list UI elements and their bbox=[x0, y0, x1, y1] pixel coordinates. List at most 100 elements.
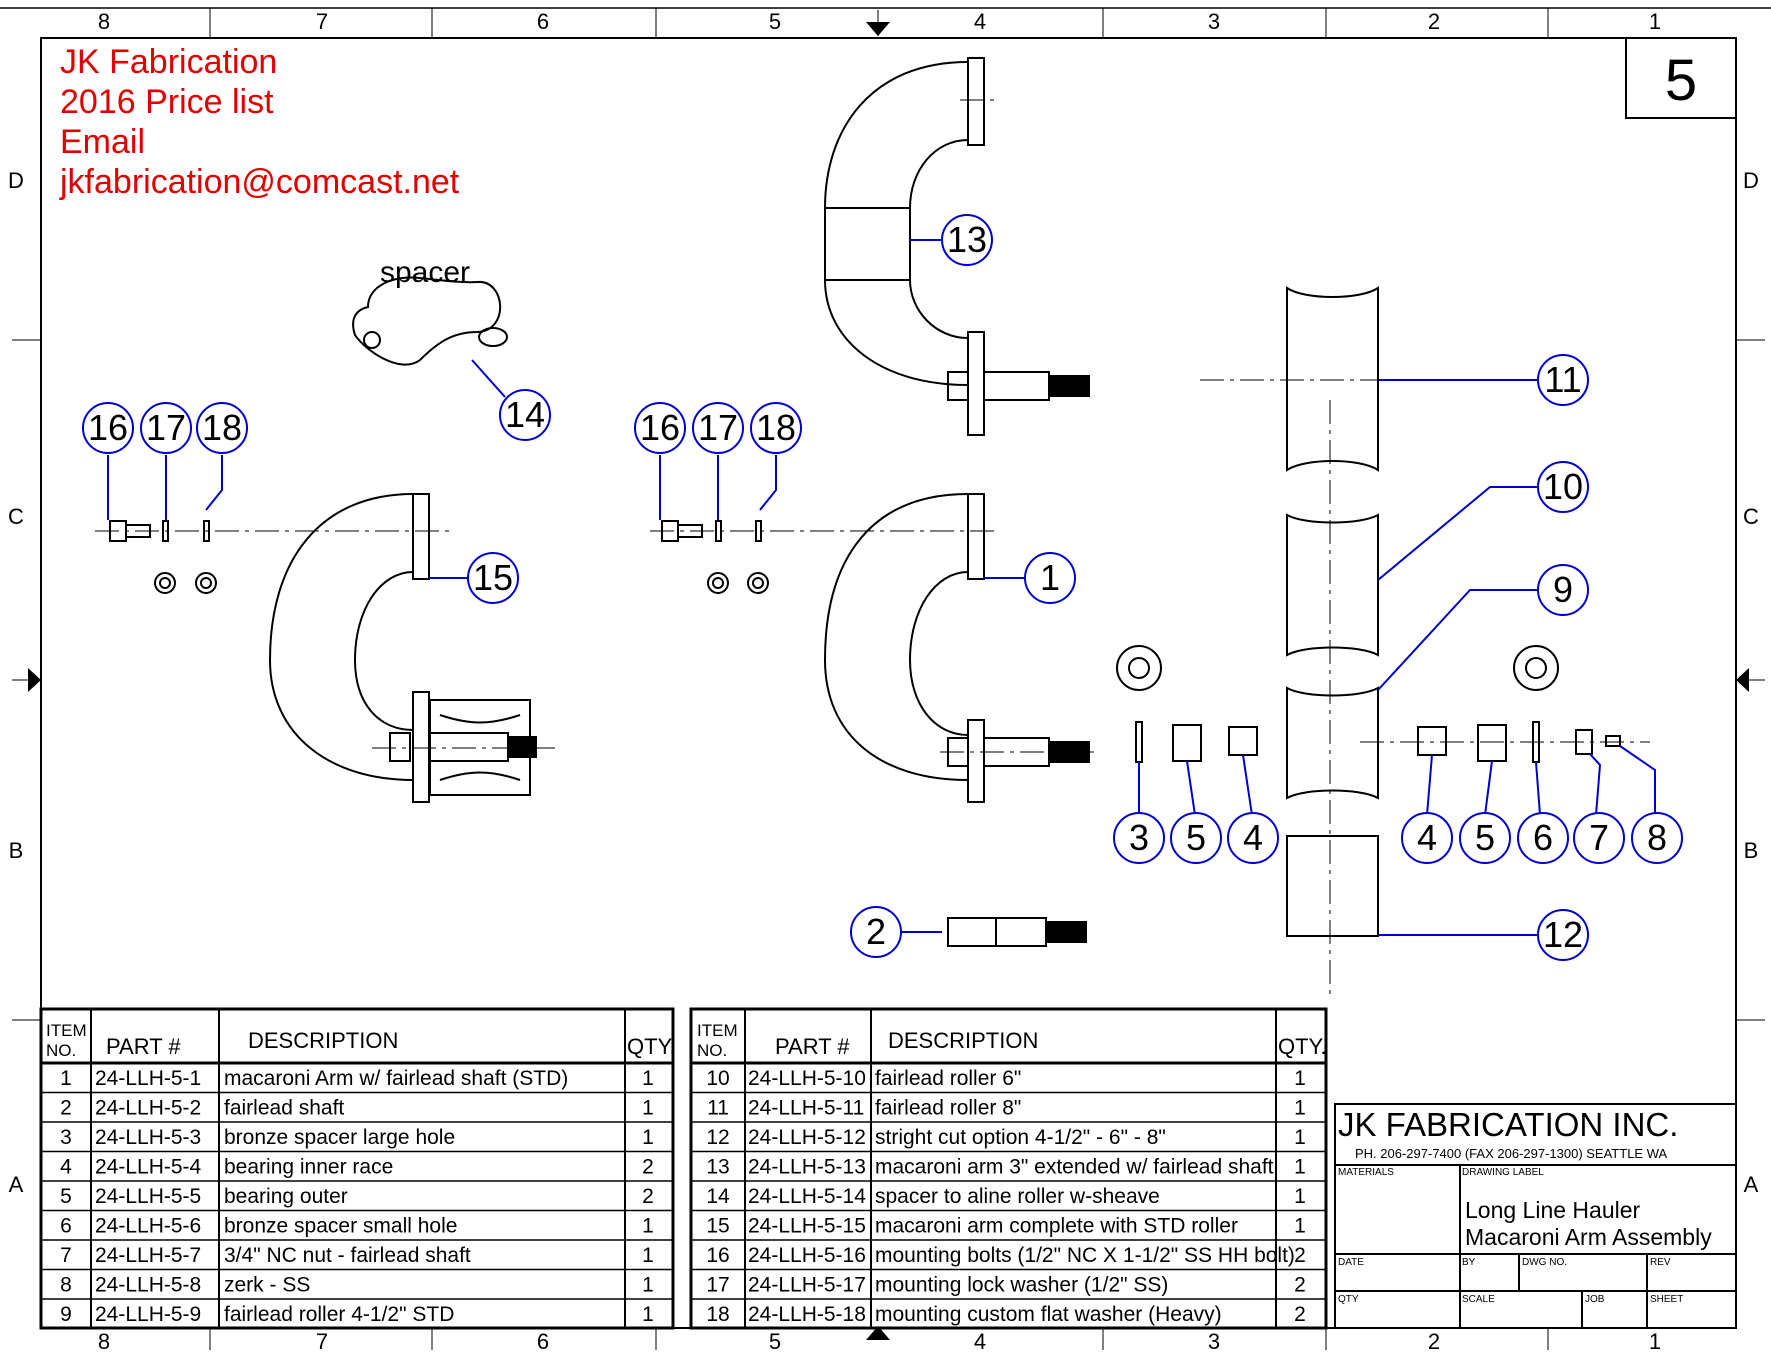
balloon-7: 7 bbox=[1573, 812, 1625, 864]
svg-text:17: 17 bbox=[146, 407, 186, 448]
balloon-8: 8 bbox=[1631, 812, 1683, 864]
cell-part-number: 24-LLH-5-14 bbox=[748, 1185, 866, 1208]
header-item-2: NO. bbox=[697, 1041, 727, 1060]
cell-part-number: 24-LLH-5-7 bbox=[95, 1244, 201, 1267]
macaroni-arm-standard bbox=[823, 493, 1090, 803]
cell-qty: 1 bbox=[1294, 1215, 1306, 1238]
svg-text:8: 8 bbox=[1647, 817, 1667, 858]
balloon-5: 5 bbox=[1170, 812, 1222, 864]
zone-col-top: 8 bbox=[98, 9, 110, 34]
cell-part-number: 24-LLH-5-16 bbox=[748, 1244, 866, 1267]
balloon-11: 11 bbox=[1537, 354, 1589, 406]
roller-straight-cut bbox=[1286, 835, 1379, 937]
cell-description: mounting bolts (1/2" NC X 1-1/2" SS HH b… bbox=[875, 1244, 1295, 1267]
cell-item: 17 bbox=[706, 1274, 729, 1297]
svg-text:12: 12 bbox=[1543, 914, 1583, 955]
cell-item: 8 bbox=[60, 1274, 72, 1297]
cell-qty: 2 bbox=[642, 1156, 654, 1179]
cell-item: 13 bbox=[706, 1156, 729, 1179]
center-lines bbox=[95, 99, 1650, 1000]
item-balloons: 1 2 3 4 5 4 5 6 7 8 9 10 11 12 13 14 15 … bbox=[82, 214, 1683, 961]
cell-item: 1 bbox=[60, 1067, 72, 1090]
cell-part-number: 24-LLH-5-2 bbox=[95, 1097, 201, 1120]
cell-description: fairlead shaft bbox=[224, 1097, 344, 1120]
cell-item: 12 bbox=[706, 1126, 729, 1149]
cell-description: spacer to aline roller w-sheave bbox=[875, 1185, 1160, 1208]
cell-description: bronze spacer small hole bbox=[224, 1215, 457, 1238]
cell-item: 4 bbox=[60, 1156, 72, 1179]
zone-col-top: 6 bbox=[537, 9, 549, 34]
cell-qty: 1 bbox=[642, 1244, 654, 1267]
cell-description: bearing outer bbox=[224, 1185, 348, 1208]
zone-row-left: A bbox=[9, 1172, 24, 1197]
cell-item: 6 bbox=[60, 1215, 72, 1238]
cell-item: 14 bbox=[706, 1185, 730, 1208]
balloon-5b: 5 bbox=[1459, 812, 1511, 864]
zone-col-top: 3 bbox=[1208, 9, 1220, 34]
email-address: jkfabrication@comcast.net bbox=[59, 163, 460, 201]
balloon-16: 16 bbox=[82, 402, 134, 454]
svg-text:1: 1 bbox=[1040, 557, 1060, 598]
cell-description: fairlead roller 8" bbox=[875, 1097, 1021, 1120]
price-list-header: JK Fabrication 2016 Price list Email jkf… bbox=[59, 43, 460, 201]
label-dwg-no: DWG NO. bbox=[1522, 1257, 1567, 1268]
svg-text:4: 4 bbox=[1243, 817, 1263, 858]
zone-col-top: 2 bbox=[1428, 9, 1440, 34]
balloon-12: 12 bbox=[1537, 909, 1589, 961]
zone-labels: 8 7 6 5 4 3 2 1 8 7 6 5 4 3 2 1 D C B A … bbox=[8, 9, 1759, 1354]
cell-qty: 1 bbox=[642, 1126, 654, 1149]
title-block: JK FABRICATION INC. PH. 206-297-7400 (FA… bbox=[1334, 1103, 1737, 1329]
zone-col-bottom: 3 bbox=[1208, 1329, 1220, 1354]
svg-text:9: 9 bbox=[1553, 569, 1573, 610]
cell-part-number: 24-LLH-5-6 bbox=[95, 1215, 201, 1238]
balloon-18b: 18 bbox=[750, 402, 802, 454]
balloon-10: 10 bbox=[1537, 461, 1589, 513]
title-phone: PH. 206-297-7400 (FAX 206-297-1300) SEAT… bbox=[1355, 1146, 1667, 1161]
header-description: DESCRIPTION bbox=[248, 1028, 398, 1053]
balloon-4: 4 bbox=[1227, 812, 1279, 864]
svg-text:7: 7 bbox=[1589, 817, 1609, 858]
sheet-number-box: 5 bbox=[1625, 37, 1737, 119]
zone-col-top: 7 bbox=[316, 9, 328, 34]
svg-text:15: 15 bbox=[473, 557, 513, 598]
cell-qty: 1 bbox=[1294, 1126, 1306, 1149]
cell-description: bronze spacer large hole bbox=[224, 1126, 455, 1149]
balloon-2: 2 bbox=[850, 906, 902, 958]
fairlead-shaft bbox=[947, 917, 1087, 947]
cell-qty: 1 bbox=[1294, 1067, 1306, 1090]
balloon-6: 6 bbox=[1517, 812, 1569, 864]
email-label: Email bbox=[60, 123, 145, 161]
header-qty: QTY. bbox=[627, 1034, 676, 1059]
cell-part-number: 24-LLH-5-5 bbox=[95, 1185, 201, 1208]
roller-4-5in bbox=[1286, 686, 1379, 800]
cell-part-number: 24-LLH-5-8 bbox=[95, 1274, 201, 1297]
balloon-13: 13 bbox=[941, 214, 993, 266]
sheet-number: 5 bbox=[1665, 48, 1697, 113]
balloon-3: 3 bbox=[1113, 812, 1165, 864]
zone-row-right: D bbox=[1743, 168, 1759, 193]
header-part: PART # bbox=[775, 1034, 850, 1059]
header-qty: QTY. bbox=[1278, 1034, 1327, 1059]
label-drawing: DRAWING LABEL bbox=[1462, 1167, 1544, 1178]
cell-part-number: 24-LLH-5-9 bbox=[95, 1303, 201, 1326]
zone-col-bottom: 7 bbox=[316, 1329, 328, 1354]
zone-col-bottom: 5 bbox=[769, 1329, 781, 1354]
mounting-hardware-middle bbox=[661, 520, 769, 594]
cell-description: macaroni Arm w/ fairlead shaft (STD) bbox=[224, 1067, 568, 1090]
cell-part-number: 24-LLH-5-4 bbox=[95, 1156, 202, 1179]
zone-row-right: B bbox=[1744, 838, 1759, 863]
balloon-9: 9 bbox=[1537, 564, 1589, 616]
svg-text:18: 18 bbox=[202, 407, 242, 448]
label-materials: MATERIALS bbox=[1338, 1167, 1394, 1178]
zone-col-top: 4 bbox=[974, 9, 986, 34]
header-item-2: NO. bbox=[46, 1041, 76, 1060]
